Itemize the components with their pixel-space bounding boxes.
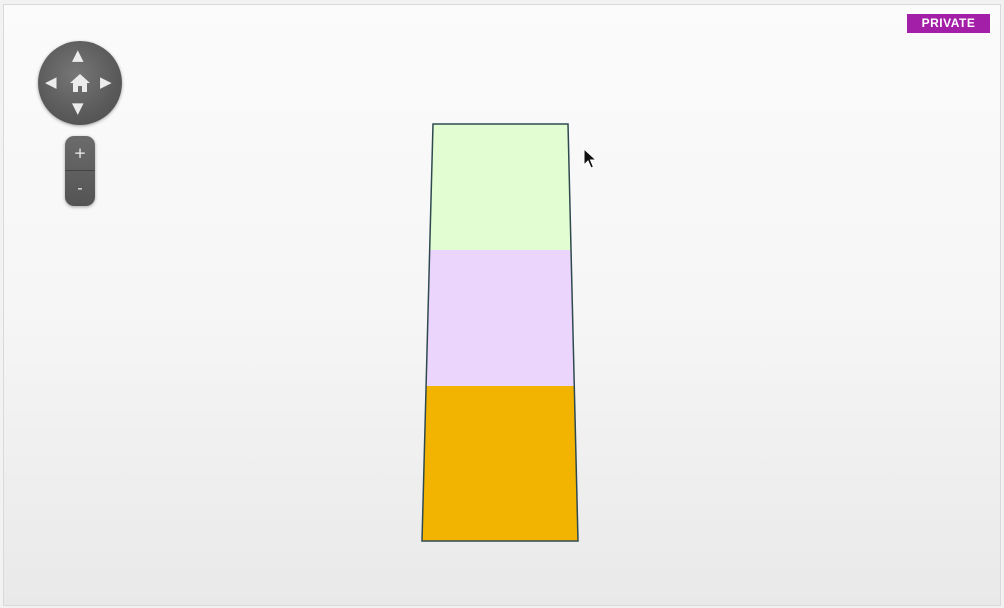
private-badge: PRIVATE <box>907 14 990 33</box>
home-icon-graphic <box>70 74 90 92</box>
home-icon[interactable] <box>67 70 93 96</box>
bottom-segment[interactable] <box>422 386 578 541</box>
pan-right-icon[interactable]: ▶ <box>100 73 112 91</box>
top-segment[interactable] <box>429 124 571 250</box>
mouse-cursor-icon <box>583 148 597 169</box>
zoom-out-button[interactable]: - <box>77 179 83 197</box>
pan-up-icon[interactable]: ▲ <box>72 46 84 64</box>
zoom-control: + - <box>65 136 95 206</box>
pan-down-icon[interactable]: ▼ <box>72 99 84 117</box>
navigation-pad[interactable]: ▲ ▼ ◀ ▶ <box>38 41 122 125</box>
middle-segment[interactable] <box>426 250 574 386</box>
pan-left-icon[interactable]: ◀ <box>45 73 57 91</box>
shape-outline <box>421 123 579 542</box>
zoom-in-button[interactable]: + <box>65 136 95 171</box>
